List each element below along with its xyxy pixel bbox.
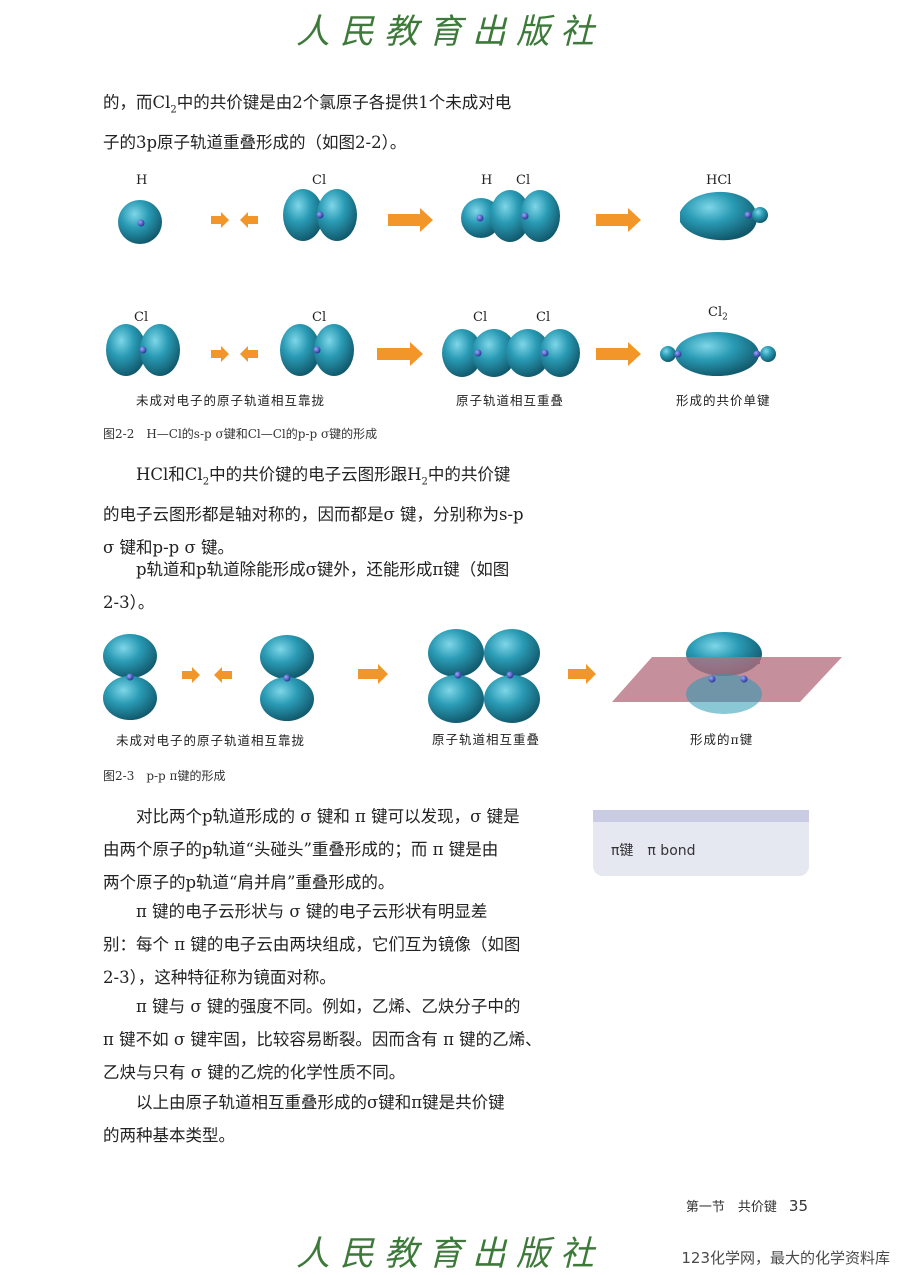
paragraph-6: π 键与 σ 键的强度不同。例如，乙烯、乙炔分子中的 π 键不如 σ 键牢固，比…	[103, 990, 567, 1089]
para1-line2: 子的3p原子轨道重叠形成的（如图2-2）。	[103, 133, 407, 153]
p-orbital-vertical-1	[103, 634, 157, 720]
para4-line2: 由两个原子的p轨道“头碰头”重叠形成的；而 π 键是由	[103, 840, 499, 859]
fig23-title: 图2-3 p-p π键的形成	[103, 769, 226, 783]
pi-bond-plane	[612, 632, 842, 714]
fig22-caption-overlap: 原子轨道相互重叠	[456, 393, 565, 408]
paragraph-5: π 键的电子云形状与 σ 键的电子云形状有明显差 别：每个 π 键的电子云由两块…	[103, 895, 567, 994]
watermark: 123化学网，最大的化学资料库	[681, 1249, 890, 1267]
para6-line2: π 键不如 σ 键牢固，比较容易断裂。因而含有 π 键的乙烯、	[103, 1030, 542, 1049]
fig23-caption-result: 形成的π键	[690, 732, 754, 747]
arrow-right-1	[388, 208, 433, 232]
para3-line2: 2-3）。	[103, 593, 155, 612]
p-orbital-overlap	[428, 629, 540, 723]
para4-line1: 对比两个p轨道形成的 σ 键和 π 键可以发现，σ 键是	[136, 807, 520, 826]
fig22-caption-result: 形成的共价单键	[676, 393, 771, 408]
glossary-box: π键 π bond	[593, 810, 809, 876]
cl-p-orbital-3	[280, 324, 354, 376]
atom-label-hcl: HCl	[706, 173, 732, 188]
page-footer: 第一节 共价键 35	[686, 1196, 808, 1215]
para2-line3: σ 键和p-p σ 键。	[103, 538, 234, 558]
atom-label-cl: Cl	[536, 310, 551, 325]
atom-label-cl2: Cl2	[708, 305, 728, 323]
paragraph-4: 对比两个p轨道形成的 σ 键和 π 键可以发现，σ 键是 由两个原子的p轨道“头…	[103, 800, 567, 899]
para5-line2: 别：每个 π 键的电子云由两块组成，它们互为镜像（如图	[103, 935, 521, 954]
cl2-molecule	[660, 332, 776, 376]
arrow-right-5	[358, 664, 388, 684]
para3-line1: p轨道和p轨道除能形成σ键外，还能形成π键（如图	[136, 560, 510, 579]
clcl-overlap	[442, 329, 580, 377]
atom-label-cl: Cl	[134, 310, 149, 325]
fig23-caption-overlap: 原子轨道相互重叠	[432, 732, 541, 747]
paragraph-2: HCl和Cl2中的共价键的电子云图形跟H2中的共价键 的电子云图形都是轴对称的，…	[103, 458, 567, 564]
arrows-approach-3	[182, 667, 232, 683]
publisher-logo: 人民教育出版社	[296, 12, 604, 52]
p-orbital-vertical-2	[260, 635, 314, 721]
page-number: 35	[788, 1197, 808, 1215]
atom-label-h: H	[481, 173, 493, 188]
arrow-right-2	[596, 208, 641, 232]
arrows-approach-2	[211, 346, 258, 362]
para7-line2: 的两种基本类型。	[103, 1126, 235, 1145]
para2-line1: HCl和Cl2中的共价键的电子云图形跟H2中的共价键	[136, 465, 511, 488]
paragraph-7: 以上由原子轨道相互重叠形成的σ键和π键是共价键 的两种基本类型。	[103, 1086, 567, 1152]
cl-p-orbital-1	[283, 189, 357, 241]
hcl-overlap	[461, 190, 560, 242]
fig22-caption-approach: 未成对电子的原子轨道相互靠拢	[136, 393, 326, 408]
publisher-logo-bottom: 人民教育出版社	[296, 1234, 604, 1274]
cl-p-orbital-2	[106, 324, 180, 376]
glossary-term: π键 π bond	[611, 843, 696, 859]
para6-line1: π 键与 σ 键的强度不同。例如，乙烯、乙炔分子中的	[136, 997, 521, 1016]
hcl-molecule	[680, 191, 768, 241]
para6-line3: 乙炔与只有 σ 键的乙烷的化学性质不同。	[103, 1063, 406, 1082]
atom-label-cl: Cl	[312, 173, 327, 188]
atom-label-cl: Cl	[473, 310, 488, 325]
arrow-right-3	[377, 342, 423, 366]
h-s-orbital	[118, 200, 162, 244]
atom-label-h: H	[136, 173, 148, 188]
section-title: 第一节 共价键	[685, 1200, 777, 1215]
para7-line1: 以上由原子轨道相互重叠形成的σ键和π键是共价键	[136, 1093, 505, 1112]
atom-label-cl: Cl	[312, 310, 327, 325]
para4-line3: 两个原子的p轨道“肩并肩”重叠形成的。	[103, 873, 395, 892]
paragraph-3: p轨道和p轨道除能形成σ键外，还能形成π键（如图 2-3）。	[103, 553, 567, 619]
arrows-approach-1	[211, 212, 258, 228]
para2-line2: 的电子云图形都是轴对称的，因而都是σ 键，分别称为s-p	[103, 505, 524, 525]
para1-line1: 的，而Cl2中的共价键是由2个氯原子各提供1个未成对电	[103, 93, 512, 116]
paragraph-1: 的，而Cl2中的共价键是由2个氯原子各提供1个未成对电 子的3p原子轨道重叠形成…	[103, 86, 567, 159]
glossary-bar	[593, 810, 809, 822]
atom-label-cl: Cl	[516, 173, 531, 188]
para5-line1: π 键的电子云形状与 σ 键的电子云形状有明显差	[136, 902, 488, 921]
fig23-caption-approach: 未成对电子的原子轨道相互靠拢	[116, 733, 306, 748]
para5-line3: 2-3），这种特征称为镜面对称。	[103, 968, 336, 987]
arrow-right-4	[596, 342, 641, 366]
fig22-title: 图2-2 H—Cl的s-p σ键和Cl—Cl的p-p σ键的形成	[103, 427, 378, 441]
arrow-right-6	[568, 664, 596, 684]
